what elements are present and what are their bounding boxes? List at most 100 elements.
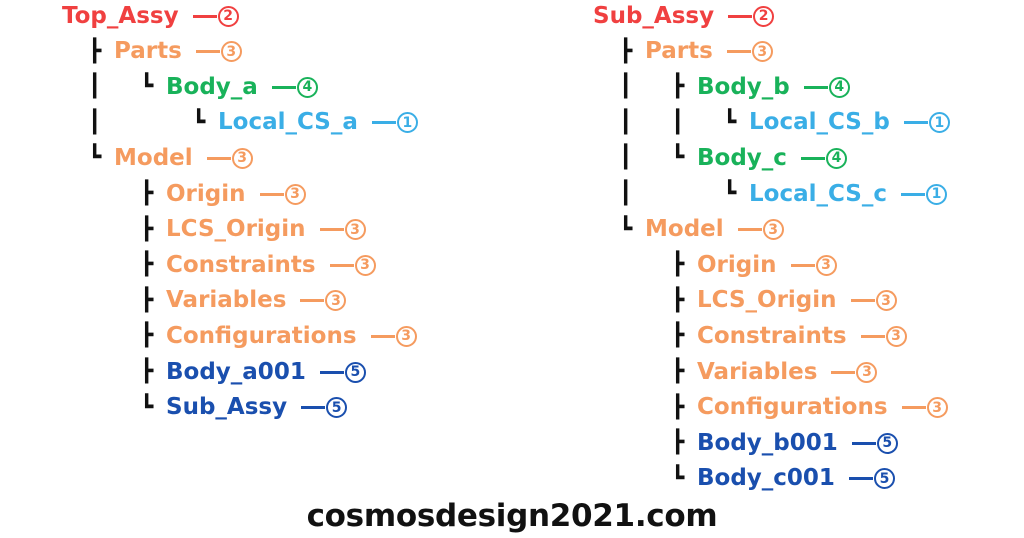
level-number-badge: 3 <box>220 41 242 63</box>
node-label: Top_Assy <box>62 2 179 29</box>
tree-node: ┣ LCS_Origin 3 <box>62 212 366 248</box>
level-number-badge: 3 <box>751 41 773 63</box>
node-label: Local_CS_a <box>218 109 358 136</box>
branch-tee-glyph: ┣ <box>671 74 685 100</box>
level-number-badge: 5 <box>326 397 348 419</box>
connector-dash <box>803 85 828 89</box>
connector-dash <box>206 156 231 160</box>
node-label: LCS_Origin <box>166 216 306 243</box>
branch-elbow-glyph: ┗ <box>88 145 102 171</box>
connector-dash <box>860 334 885 338</box>
level-number-badge: 3 <box>762 219 784 241</box>
level-number-badge: 5 <box>873 468 895 490</box>
node-label: Constraints <box>166 251 316 278</box>
level-number-badge: 3 <box>856 361 878 383</box>
level-number-badge: 3 <box>885 325 907 347</box>
node-label: Configurations <box>166 322 357 349</box>
level-number-badge: 4 <box>825 147 847 169</box>
node-label: Body_a001 <box>166 358 306 385</box>
branch-tee-glyph: ┣ <box>671 359 685 384</box>
level-number-badge: 5 <box>876 432 898 454</box>
connector-dash <box>371 121 396 125</box>
node-label: Body_c <box>697 144 787 171</box>
branch-tee-glyph: ┣ <box>671 287 685 313</box>
branch-pipe-glyph: ┃ <box>619 181 633 206</box>
tree-node: ┣ Variables 3 <box>593 354 878 390</box>
node-label: Model <box>645 216 724 243</box>
connector-dash <box>329 263 354 267</box>
branch-tee-glyph: ┣ <box>140 287 154 313</box>
node-label: Origin <box>166 180 246 207</box>
node-label: Configurations <box>697 394 888 421</box>
node-label: Parts <box>114 38 182 65</box>
branch-pipe-glyph: ┃ <box>619 145 633 171</box>
node-label: Variables <box>697 358 818 385</box>
node-label: LCS_Origin <box>697 287 837 314</box>
branch-tee-glyph: ┣ <box>140 252 154 278</box>
level-number-badge: 3 <box>815 254 837 276</box>
tree-node: ┣ Constraints 3 <box>62 247 376 283</box>
branch-tee-glyph: ┣ <box>140 216 154 242</box>
tree-node: ┣ LCS_Origin 3 <box>593 283 897 319</box>
node-label: Body_b <box>697 73 790 100</box>
level-number-badge: 3 <box>344 219 366 241</box>
branch-elbow-glyph: ┗ <box>192 109 206 135</box>
connector-dash <box>259 192 284 196</box>
node-label: Origin <box>697 251 777 278</box>
node-label: Constraints <box>697 322 847 349</box>
node-label: Body_c001 <box>697 465 835 492</box>
node-label: Body_b001 <box>697 429 838 456</box>
connector-dash <box>728 14 753 18</box>
connector-dash <box>319 228 344 232</box>
level-number-badge: 2 <box>753 5 775 27</box>
connector-dash <box>800 156 825 160</box>
branch-tee-glyph: ┣ <box>671 252 685 278</box>
connector-dash <box>790 263 815 267</box>
level-number-badge: 3 <box>231 147 253 169</box>
branch-tee-glyph: ┣ <box>140 181 154 206</box>
connector-dash <box>301 406 326 410</box>
tree-node: ┣ Origin 3 <box>593 247 837 283</box>
branch-tee-glyph: ┣ <box>619 38 633 64</box>
tree-node: ┣ Body_b001 5 <box>593 425 898 461</box>
branch-tee-glyph: ┣ <box>671 430 685 456</box>
level-number-badge: 3 <box>875 290 897 312</box>
branch-tee-glyph: ┣ <box>671 323 685 349</box>
branch-tee-glyph: ┣ <box>140 359 154 384</box>
connector-dash <box>901 406 926 410</box>
node-label: Body_a <box>166 73 258 100</box>
level-number-badge: 4 <box>296 76 318 98</box>
level-number-badge: 3 <box>354 254 376 276</box>
connector-dash <box>195 50 220 54</box>
node-label: Model <box>114 144 193 171</box>
tree-node: ┣ Constraints 3 <box>593 318 907 354</box>
branch-pipe-glyph: ┃ <box>671 109 685 135</box>
level-number-badge: 4 <box>828 76 850 98</box>
connector-dash <box>319 370 344 374</box>
node-label: Variables <box>166 287 287 314</box>
level-number-badge: 3 <box>395 325 417 347</box>
site-watermark: cosmosdesign2021.com <box>306 498 718 534</box>
connector-dash <box>370 334 395 338</box>
branch-elbow-glyph: ┗ <box>619 216 633 242</box>
node-label: Sub_Assy <box>166 394 288 421</box>
connector-dash <box>726 50 751 54</box>
